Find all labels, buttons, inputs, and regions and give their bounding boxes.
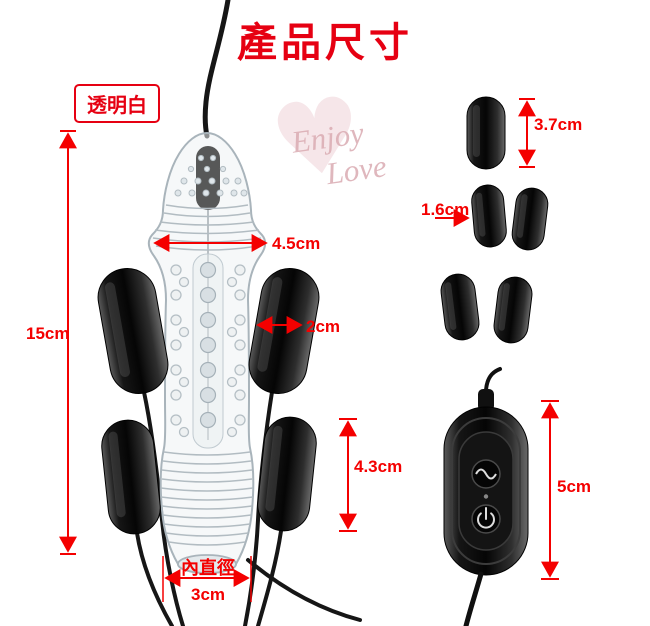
ribbed-section: [160, 451, 254, 546]
egg-mid-right: [511, 187, 549, 251]
arrow-egg-length: [518, 98, 536, 168]
bullet-lower-left: [101, 419, 161, 535]
egg-bottom-left: [440, 273, 480, 341]
egg-mid-left: [471, 184, 507, 248]
remote-control: [443, 367, 529, 626]
wave-icon: [475, 468, 497, 480]
body-nodules: [170, 264, 246, 438]
label-bullet-length: 4.3cm: [354, 457, 403, 476]
label-total-height: 15cm: [26, 324, 70, 343]
label-inner-diameter: 內直徑: [181, 558, 235, 578]
label-inner-diameter-value: 3cm: [190, 585, 226, 604]
inner-beads: [199, 261, 217, 429]
label-egg-length: 3.7cm: [534, 115, 583, 134]
egg-bottom-right: [493, 276, 533, 344]
arrow-inner-diameter: [162, 556, 252, 602]
label-remote-length: 5cm: [557, 477, 592, 496]
page-title: 產品尺寸: [237, 21, 413, 65]
arrow-total-height: [59, 130, 77, 555]
bullet-upper-left: [97, 268, 169, 394]
indicator-dot: [483, 494, 489, 499]
dimension-arrows: [59, 98, 559, 602]
dome-texture: [174, 154, 248, 197]
power-icon: [477, 507, 495, 529]
arrow-bullet-length: [339, 418, 357, 532]
label-bullet-diameter: 2cm: [306, 317, 341, 336]
label-sleeve-width: 4.5cm: [272, 234, 321, 253]
bullet-lower-right: [257, 416, 317, 532]
cables: [135, 0, 362, 626]
inner-bullet: [196, 146, 220, 210]
arrow-remote-length: [541, 400, 559, 580]
egg-top: [466, 96, 506, 170]
color-variant-badge: 透明白: [74, 84, 160, 123]
label-egg-diameter: 1.6cm: [421, 200, 470, 219]
